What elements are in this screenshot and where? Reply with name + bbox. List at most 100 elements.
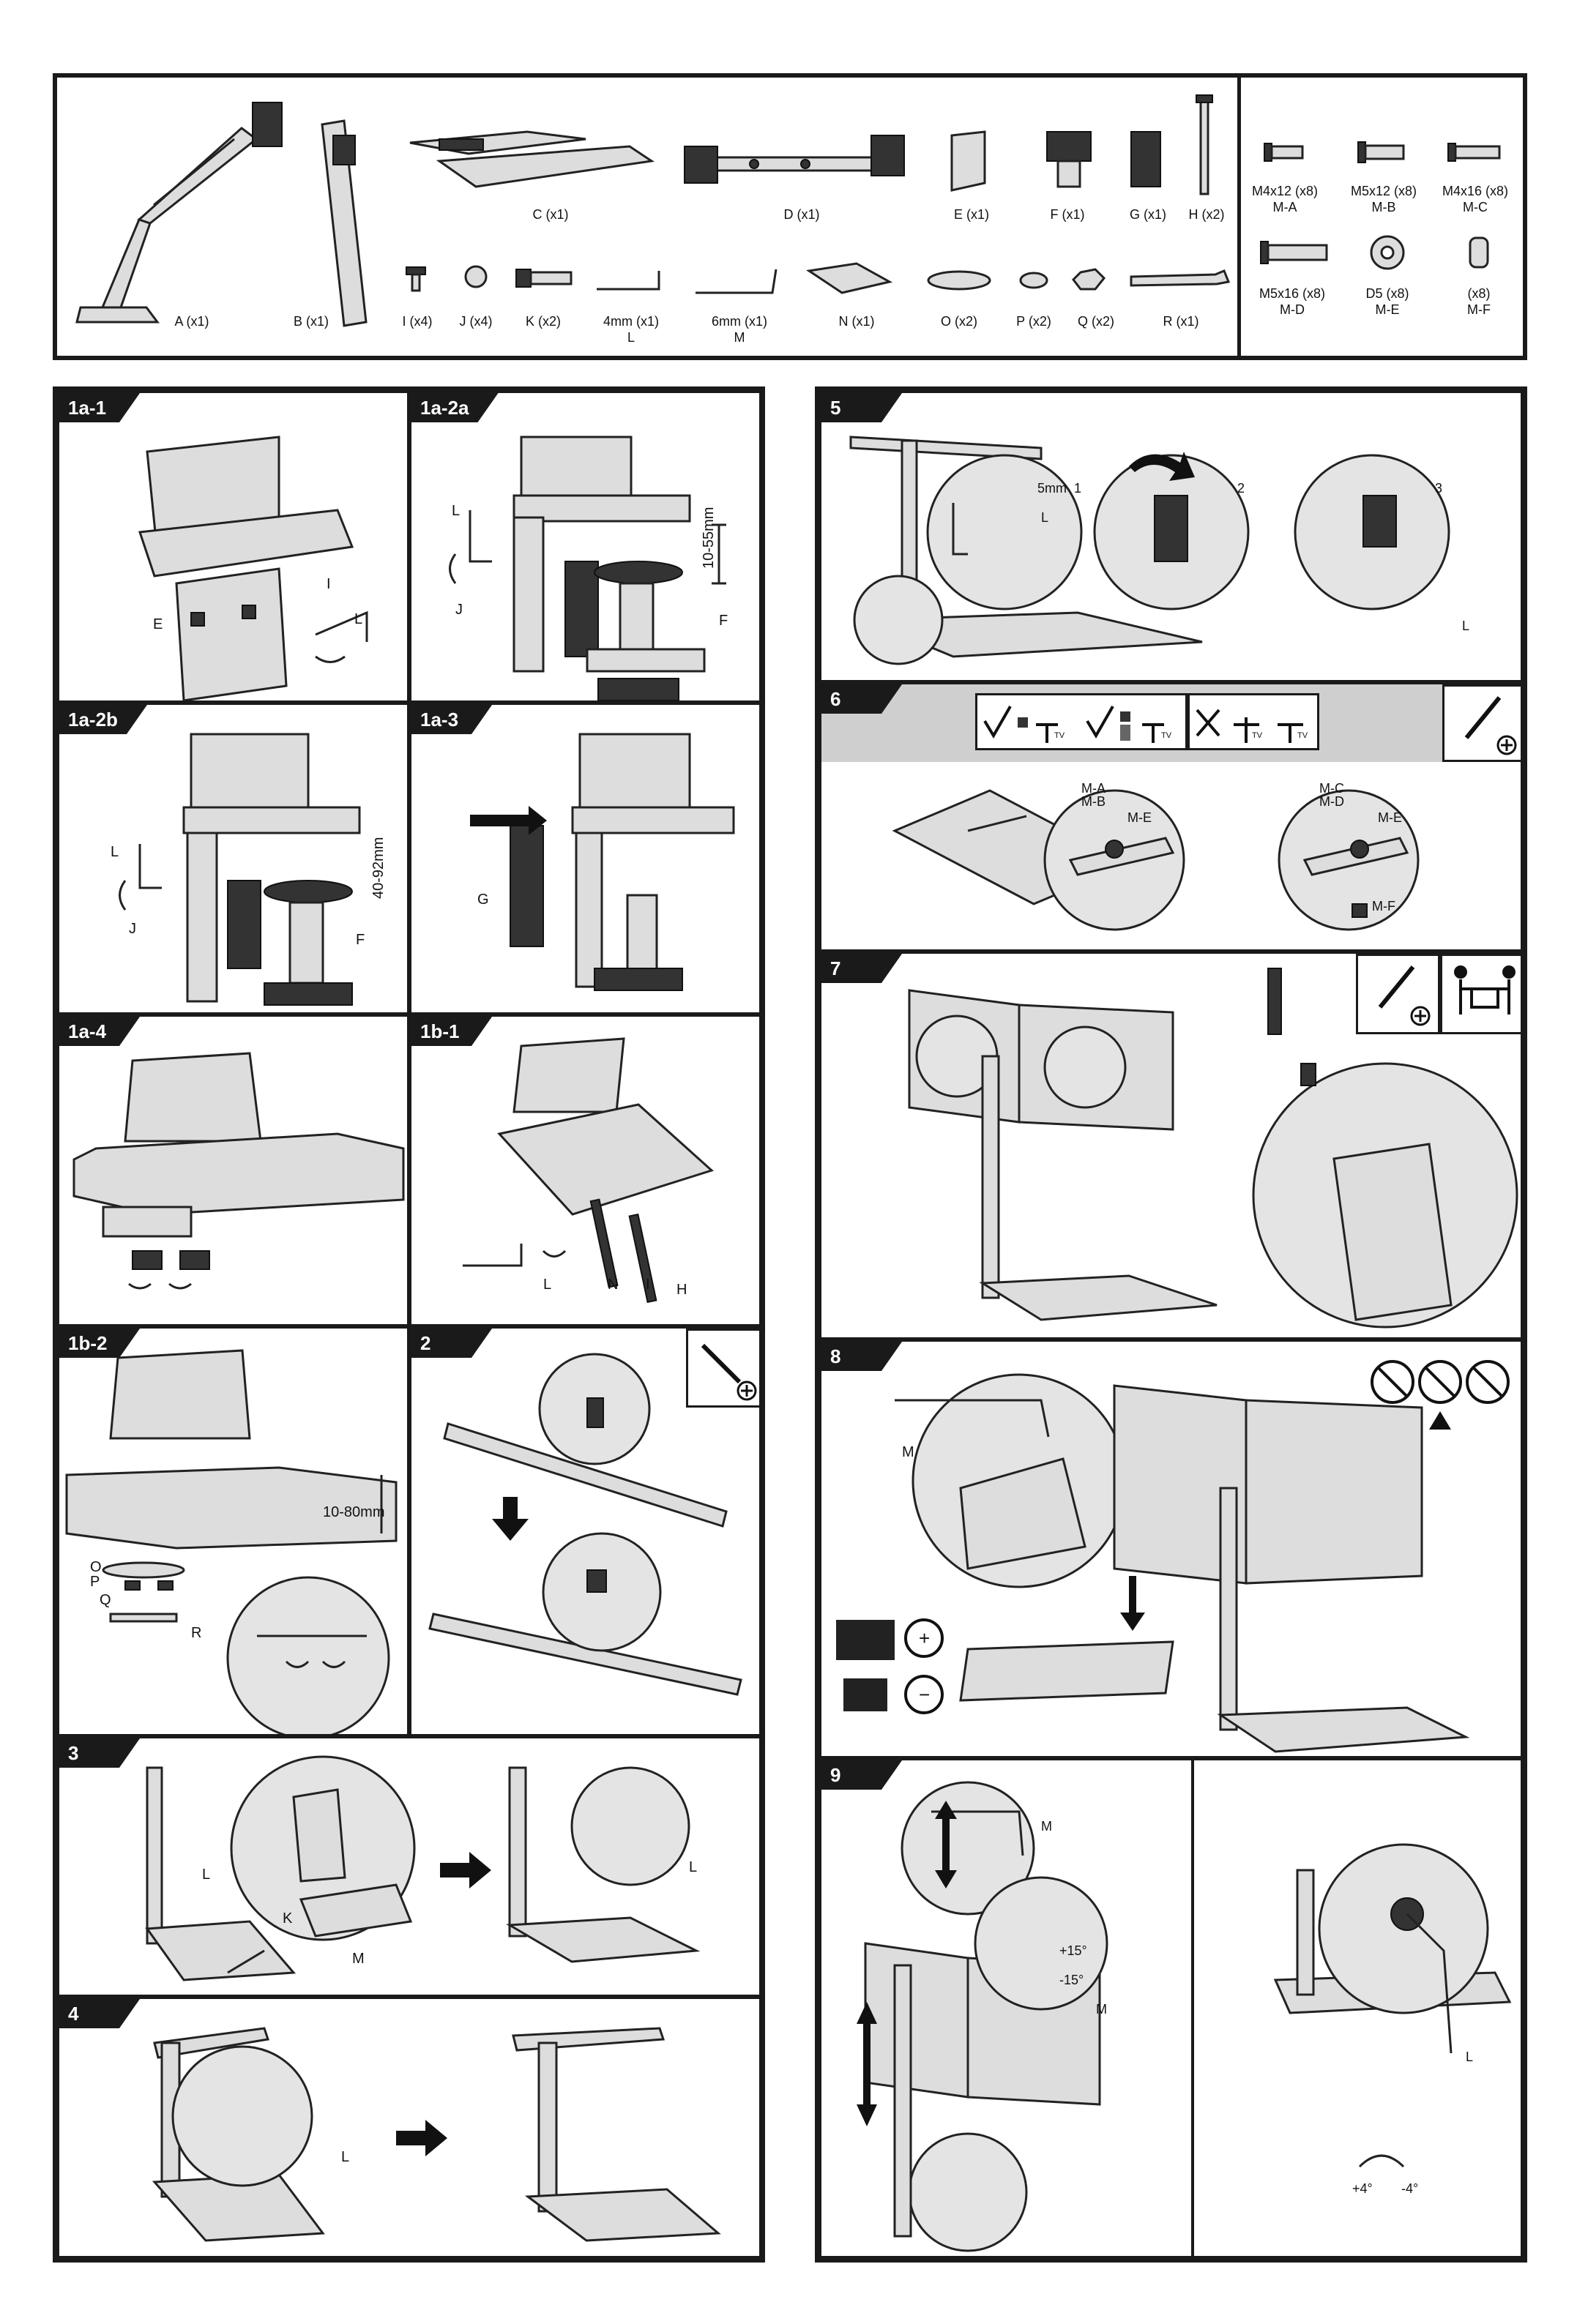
part-label-l: 4mm (x1)L xyxy=(603,314,659,345)
step-1a-2b-panel: 1a-2b L J F 40-92mm xyxy=(57,703,409,1015)
step-1a-2a-panel: 1a-2a L J F 10-55mm xyxy=(409,391,761,703)
decrease-symbol: − xyxy=(919,1684,931,1705)
callout-q: Q xyxy=(100,1592,111,1608)
part-p-washer-drawing xyxy=(1019,272,1048,289)
step-4-panel: 4 L xyxy=(57,1997,761,2258)
step-1a-3-panel: 1a-3 G xyxy=(409,703,761,1015)
part-r-wrench-drawing xyxy=(1130,269,1231,287)
part-label-d: D (x1) xyxy=(783,207,820,222)
correct-screw-guide xyxy=(975,693,1188,750)
step-1b-2-drawing xyxy=(65,1349,398,1734)
screw-label-mf: (x8)M-F xyxy=(1467,286,1491,317)
tv-label: TV xyxy=(1252,731,1263,740)
do-not-icons xyxy=(1371,1360,1510,1430)
wrong-screw-guide xyxy=(1188,693,1319,750)
part-label-i: I (x4) xyxy=(402,314,433,329)
step-1a-2a-drawing xyxy=(449,436,726,700)
callout-l: L xyxy=(543,1277,552,1293)
step-6-panel: 6 TV TV TV TV M-A M-B M-E M xyxy=(819,682,1523,952)
part-b-column-drawing xyxy=(321,119,368,327)
part-label-b: B (x1) xyxy=(293,314,329,329)
part-label-g: G (x1) xyxy=(1129,207,1167,222)
screw-mb-drawing xyxy=(1357,141,1405,163)
rotate-positive-label: +4° xyxy=(1352,2181,1373,2196)
tilt-down-label: -15° xyxy=(1059,1973,1084,1987)
part-label-k: K (x2) xyxy=(525,314,562,329)
screw-ma-drawing xyxy=(1264,143,1304,162)
step-2-drawing xyxy=(428,1353,742,1696)
part-q-nut-drawing xyxy=(1072,268,1106,291)
part-label-q: Q (x2) xyxy=(1077,314,1115,329)
step-number: 1a-4 xyxy=(59,1017,140,1046)
part-label-m: 6mm (x1)M xyxy=(712,314,767,345)
rotate-negative-label: -4° xyxy=(1401,2181,1419,2196)
step-8-panel: 8 M + − xyxy=(819,1340,1523,1758)
step-9-panel: 9 M +15° -15° M L +4° -4° xyxy=(819,1758,1523,2258)
step-3-drawing xyxy=(145,1755,701,1981)
part-g-cover-drawing xyxy=(1130,131,1161,187)
step-1b-1-panel: 1b-1 L N I H xyxy=(409,1015,761,1326)
step-4-drawing xyxy=(152,2027,721,2242)
part-label-e: E (x1) xyxy=(953,207,990,222)
callout-o: O xyxy=(90,1559,102,1575)
part-i-screw-drawing xyxy=(406,266,426,292)
sub-step-3: 3 xyxy=(1435,481,1443,496)
callout-f: F xyxy=(719,613,728,629)
parts-drawings xyxy=(75,94,1501,327)
screw-mc-drawing xyxy=(1447,143,1501,162)
part-h-bolts-drawing xyxy=(1196,94,1213,195)
screw-mf-drawing xyxy=(1469,236,1489,269)
range-label: 10-80mm xyxy=(323,1504,385,1520)
step-1b-1-drawing xyxy=(463,1037,714,1304)
callout-e: E xyxy=(153,616,163,632)
callout-l: L xyxy=(452,503,461,519)
callout-mc: M-C xyxy=(1319,781,1344,796)
screw-label-me: D5 (x8)M-E xyxy=(1365,286,1409,317)
callout-l: L xyxy=(1041,510,1049,525)
callout-m: M xyxy=(352,1951,365,1967)
range-label: 10-55mm xyxy=(701,507,717,569)
callout-me: M-E xyxy=(1127,810,1152,825)
part-k-bolt-drawing xyxy=(515,269,573,288)
step-5-drawing xyxy=(849,436,1450,665)
step-1a-3-drawing xyxy=(470,733,735,991)
callout-m: M xyxy=(902,1444,914,1460)
callout-i: I xyxy=(646,1277,650,1293)
part-label-f: F (x1) xyxy=(1050,207,1085,222)
hex-size-label: 5mm xyxy=(1037,481,1067,496)
part-label-j: J (x4) xyxy=(459,314,493,329)
step-9-drawing xyxy=(857,1781,1512,2252)
screwdriver-icon xyxy=(1442,684,1521,762)
part-l-hexkey-drawing xyxy=(597,271,660,291)
two-person-lift-icon xyxy=(1440,954,1521,1034)
increase-symbol: + xyxy=(919,1627,931,1649)
callout-n: N xyxy=(608,1277,619,1293)
callout-f: F xyxy=(356,932,365,948)
callout-r: R xyxy=(191,1625,202,1641)
step-2-panel: 2 xyxy=(409,1326,761,1736)
part-c-tray-drawing xyxy=(409,130,655,188)
tv-label: TV xyxy=(1161,731,1172,740)
part-label-c: C (x1) xyxy=(532,207,569,222)
step-8-drawing xyxy=(836,1360,1510,1753)
part-f-clamp-drawing xyxy=(1046,131,1092,188)
callout-l: L xyxy=(341,2149,350,2165)
part-label-r: R (x1) xyxy=(1163,314,1199,329)
callout-me: M-E xyxy=(1378,810,1402,825)
step-3-panel: 3 L K M L xyxy=(57,1736,761,1997)
part-d-crossbar-drawing xyxy=(684,135,905,184)
callout-l: L xyxy=(354,611,363,627)
screwdriver-icon xyxy=(1356,954,1440,1034)
part-o-washer-drawing xyxy=(927,270,991,291)
parts-divider xyxy=(1237,76,1241,357)
callout-k: K xyxy=(283,1910,293,1927)
step-1a-1-panel: 1a-1 E I L xyxy=(57,391,409,703)
part-label-o: O (x2) xyxy=(940,314,978,329)
step-1a-4-panel: 1a-4 xyxy=(57,1015,409,1326)
callout-mf: M-F xyxy=(1372,899,1395,913)
screwdriver-icon xyxy=(686,1329,759,1408)
screw-label-mc: M4x16 (x8)M-C xyxy=(1442,184,1509,214)
screw-label-ma: M4x12 (x8)M-A xyxy=(1251,184,1319,214)
part-label-a: A (x1) xyxy=(174,314,209,329)
screw-md-drawing xyxy=(1260,241,1328,264)
